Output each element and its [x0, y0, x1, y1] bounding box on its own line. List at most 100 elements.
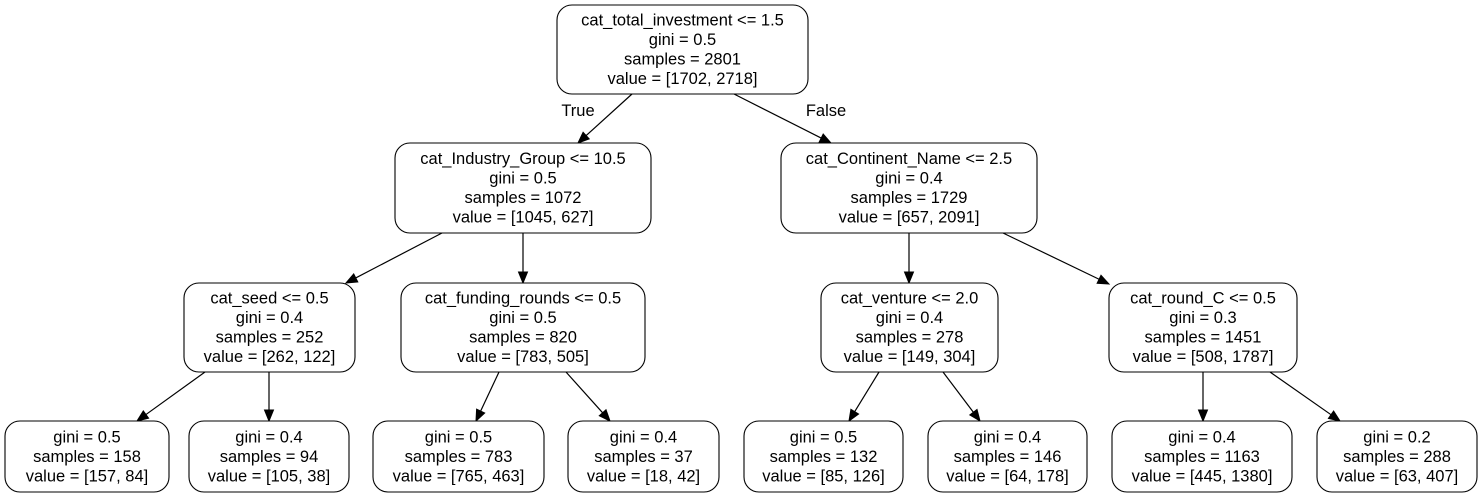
node-line: value = [508, 1787] [1133, 348, 1274, 366]
edge-line [145, 371, 206, 416]
arrowhead-icon [598, 408, 611, 422]
node-line: samples = 783 [405, 448, 513, 466]
node-line: cat_Continent_Name <= 2.5 [806, 150, 1012, 168]
tree-node-n2: cat_Continent_Name <= 2.5 gini = 0.4sampl… [780, 142, 1038, 234]
node-box [372, 420, 545, 493]
edge-n3-n7 [135, 371, 206, 422]
tree-node-n1: cat_Industry_Group <= 10.5 gini = 0.5samp… [394, 142, 652, 234]
node-line: samples = 94 [220, 448, 319, 466]
arrowhead-icon [1096, 274, 1111, 285]
edge-line [480, 371, 500, 412]
node-box [556, 4, 809, 95]
node-box [780, 142, 1038, 234]
node-line: gini = 0.3 [1169, 309, 1236, 327]
node-line: samples = 132 [770, 448, 878, 466]
node-box [188, 420, 350, 493]
node-line: gini = 0.5 [649, 31, 716, 49]
node-box [394, 142, 652, 234]
node-line: samples = 288 [1343, 448, 1451, 466]
edge-n0-n1 [577, 93, 633, 144]
arrowhead-icon [848, 408, 860, 423]
node-line: value = [1045, 627] [453, 209, 594, 227]
arrowhead-icon [818, 133, 833, 144]
node-line: cat_funding_rounds <= 0.5 [425, 290, 621, 308]
node-line: value = [149, 304] [844, 348, 976, 366]
edge-line [854, 371, 880, 412]
node-line: value = [445, 1380] [1132, 467, 1273, 485]
arrowhead-icon [344, 273, 359, 284]
edge-n1-n3 [344, 232, 443, 284]
edge-n5-n11 [848, 371, 880, 423]
arrowhead-icon [475, 408, 486, 423]
node-line: value = [105, 38] [208, 467, 330, 485]
edge-line [942, 371, 974, 413]
node-line: samples = 37 [594, 448, 693, 466]
node-line: gini = 0.2 [1363, 428, 1430, 446]
edge-line [585, 93, 633, 137]
node-line: value = [657, 2091] [839, 209, 980, 227]
edge-line [1269, 371, 1332, 416]
edge-n5-n12 [942, 371, 981, 423]
node-line: samples = 1072 [465, 189, 582, 207]
node-line: cat_seed <= 0.5 [210, 290, 328, 308]
node-line: samples = 2801 [624, 51, 741, 69]
node-line: gini = 0.4 [974, 428, 1041, 446]
node-line: gini = 0.4 [875, 170, 942, 188]
node-line: cat_Industry_Group <= 10.5 [420, 150, 625, 168]
node-box [1111, 420, 1293, 493]
node-line: gini = 0.4 [1168, 428, 1235, 446]
node-line: value = [262, 122] [204, 348, 336, 366]
arrowhead-icon [903, 271, 915, 285]
edge-n4-n9 [475, 371, 500, 423]
node-box [4, 420, 170, 493]
node-box [567, 420, 720, 493]
edge-n4-n10 [565, 371, 611, 422]
edge-n3-n8 [263, 372, 275, 423]
node-line: gini = 0.4 [235, 428, 302, 446]
node-line: gini = 0.5 [790, 428, 857, 446]
node-box [927, 420, 1088, 493]
node-line: samples = 1451 [1145, 329, 1262, 347]
node-line: gini = 0.5 [53, 428, 120, 446]
node-line: gini = 0.5 [489, 170, 556, 188]
edge-line [355, 232, 443, 279]
node-line: samples = 158 [33, 448, 141, 466]
node-box [400, 282, 646, 373]
edge-n2-n5 [903, 233, 915, 285]
edge-line [565, 371, 604, 414]
node-line: gini = 0.5 [489, 309, 556, 327]
node-line: samples = 278 [856, 329, 964, 347]
arrowhead-icon [517, 271, 529, 285]
node-line: cat_venture <= 2.0 [841, 290, 979, 308]
node-box [743, 420, 904, 493]
node-line: samples = 1163 [1144, 448, 1260, 466]
edge-line [733, 93, 822, 139]
node-box [820, 282, 999, 373]
node-line: value = [63, 407] [1336, 467, 1458, 485]
node-line: value = [157, 84] [26, 467, 148, 485]
arrowhead-icon [1197, 409, 1209, 423]
node-box [1108, 282, 1298, 373]
node-line: gini = 0.4 [876, 309, 943, 327]
node-line: value = [18, 42] [587, 467, 700, 485]
node-line: value = [1702, 2718] [608, 70, 758, 88]
node-line: gini = 0.4 [236, 309, 303, 327]
node-line: value = [64, 178] [946, 467, 1068, 485]
arrowhead-icon [1327, 410, 1342, 422]
node-line: samples = 1729 [851, 189, 968, 207]
node-line: cat_round_C <= 0.5 [1130, 290, 1276, 308]
edge-line [1002, 232, 1100, 280]
